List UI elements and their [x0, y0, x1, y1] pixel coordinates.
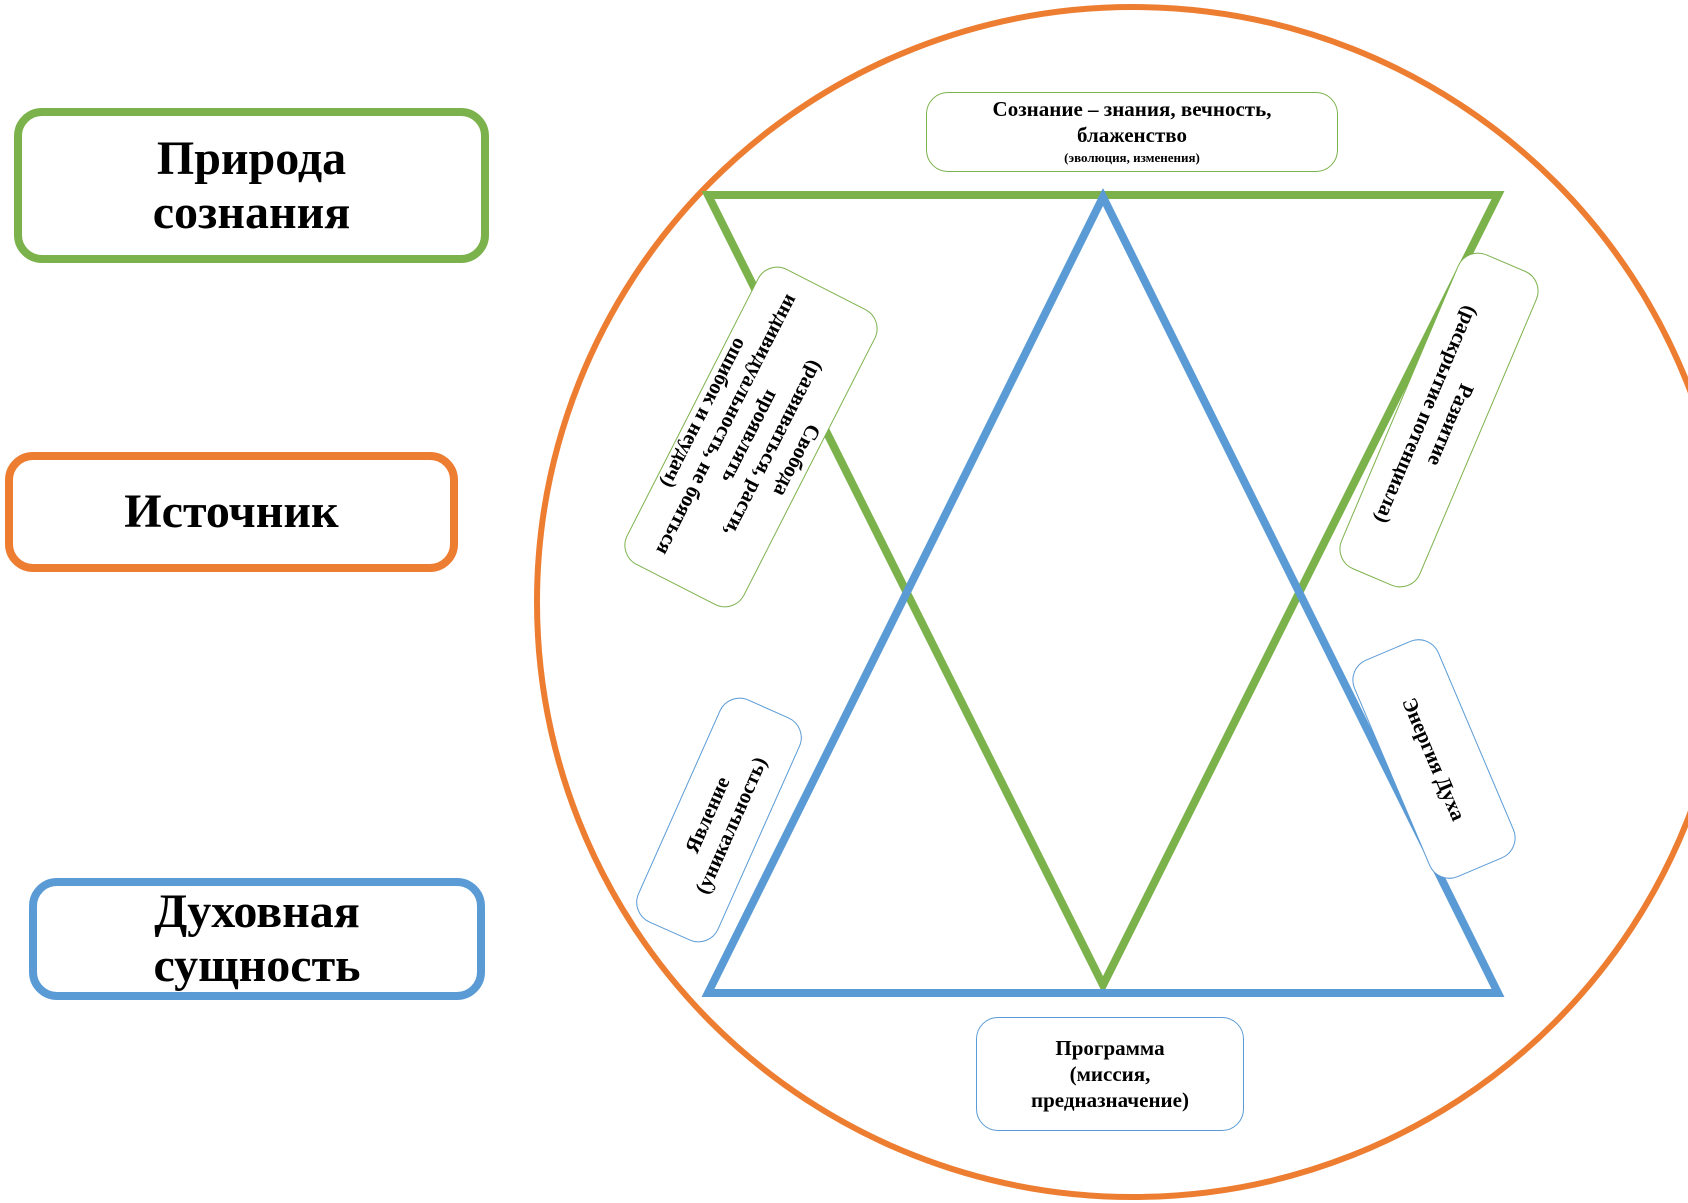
legend-source-line-1: Источник [124, 485, 339, 538]
legend-spirit-line-2: сущность [153, 939, 361, 992]
label-program-line-2: (миссия, [1069, 1062, 1151, 1086]
label-program-line-1: Программа [1055, 1036, 1165, 1060]
label-program-line-3: предназначение) [1031, 1088, 1189, 1112]
label-consciousness-line-1: Сознание – знания, вечность, [992, 97, 1272, 121]
legend-nature-line-1: Природа [156, 131, 347, 185]
label-consciousness-note: (эволюция, изменения) [1064, 150, 1200, 165]
label-consciousness-line-2: блаженство [1077, 123, 1187, 147]
label-spirit-energy-line-1: Энергия Духа [1397, 693, 1471, 825]
source-circle [534, 4, 1688, 1200]
label-program: Программа (миссия, предназначение) [976, 1017, 1244, 1131]
label-consciousness: Сознание – знания, вечность, блаженство … [926, 92, 1338, 172]
legend-nature-line-2: сознания [152, 185, 351, 239]
spiritual-essence-triangle [701, 188, 1505, 997]
legend-spirit-line-1: Духовная [154, 885, 360, 938]
legend-source: Источник [5, 452, 458, 572]
